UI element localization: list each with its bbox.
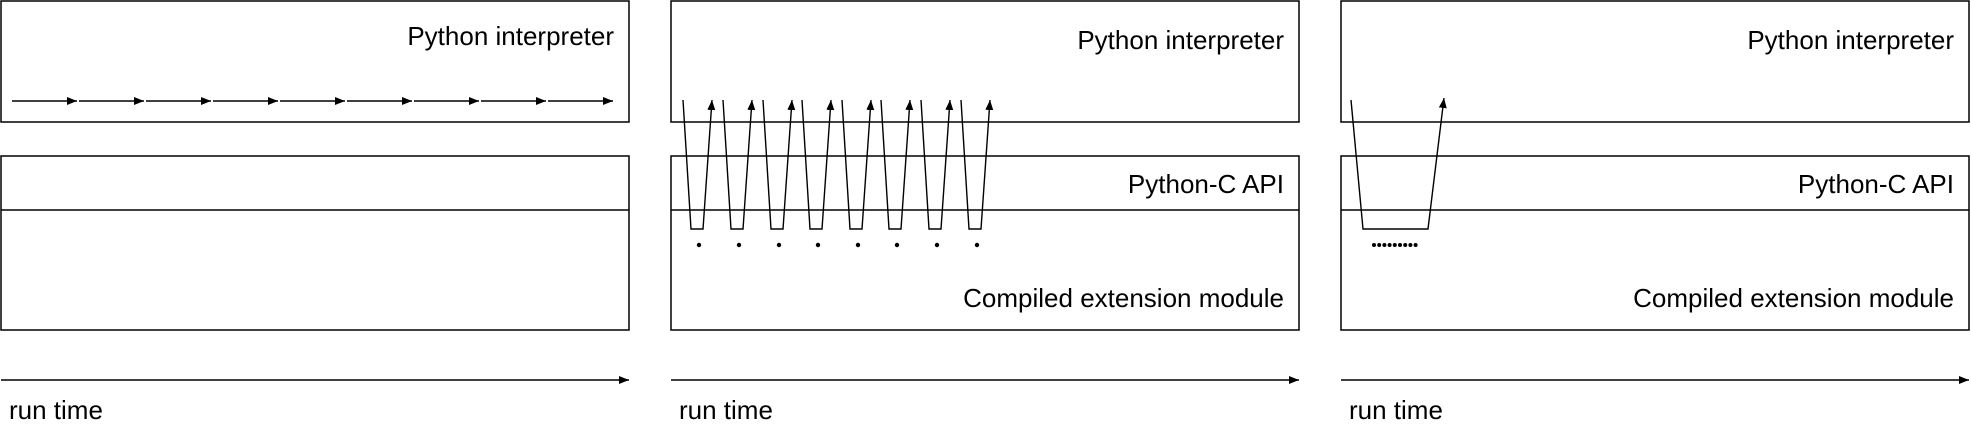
run-time-label: run time — [679, 395, 773, 425]
module-label: Compiled extension module — [963, 283, 1284, 313]
lower-box — [670, 155, 1300, 331]
compiled-work-dot — [1408, 243, 1413, 247]
panel-single-call: Python interpreter Python-C API Compiled… — [1340, 0, 1970, 425]
c-call-path — [841, 99, 875, 230]
compiled-work-dot — [776, 242, 782, 248]
run-time-label: run time — [9, 395, 103, 425]
interpreter-label: Python interpreter — [407, 21, 614, 51]
compiled-work-dot — [1377, 243, 1382, 247]
panel-many-calls: Python interpreter Python-C API Compiled… — [670, 0, 1300, 425]
c-call-trace — [682, 99, 994, 248]
c-call-path — [722, 99, 756, 230]
compiled-work-dot — [1413, 243, 1418, 247]
compiled-work-dot — [1387, 243, 1392, 247]
compiled-work-dot — [855, 242, 861, 248]
compiled-work-dot — [1403, 243, 1408, 247]
compiled-work-dot — [696, 242, 702, 248]
interpreter-box — [1340, 0, 1970, 123]
compiled-work-dot — [815, 242, 821, 248]
compiled-work-dot — [736, 242, 742, 248]
lower-box — [0, 155, 630, 331]
c-call-path — [682, 99, 716, 230]
interpreter-box — [670, 0, 1300, 123]
api-label: Python-C API — [1128, 169, 1284, 199]
compiled-work-dot — [1398, 243, 1402, 247]
compiled-work-dot — [1382, 243, 1387, 247]
compiled-work-dot — [894, 242, 900, 248]
interpreter-label: Python interpreter — [1077, 25, 1284, 55]
c-call-path — [801, 99, 835, 230]
module-label: Compiled extension module — [1633, 283, 1954, 313]
compiled-work-dot — [1372, 243, 1376, 247]
c-call-path — [920, 99, 954, 230]
run-time-label: run time — [1349, 395, 1443, 425]
compiled-work-dot — [974, 242, 980, 248]
panel-pure-python: Python interpreter run time — [0, 0, 630, 425]
api-label: Python-C API — [1798, 169, 1954, 199]
lower-box — [1340, 155, 1970, 331]
interpreter-label: Python interpreter — [1747, 25, 1954, 55]
compiled-work-dots — [1372, 243, 1418, 247]
c-call-path — [1350, 97, 1447, 230]
c-call-path — [762, 99, 796, 230]
compiled-work-dot — [934, 242, 940, 248]
compiled-work-dot — [1392, 243, 1397, 247]
c-call-path — [960, 99, 994, 230]
c-call-path — [880, 99, 914, 230]
interpreter-box — [0, 0, 630, 123]
